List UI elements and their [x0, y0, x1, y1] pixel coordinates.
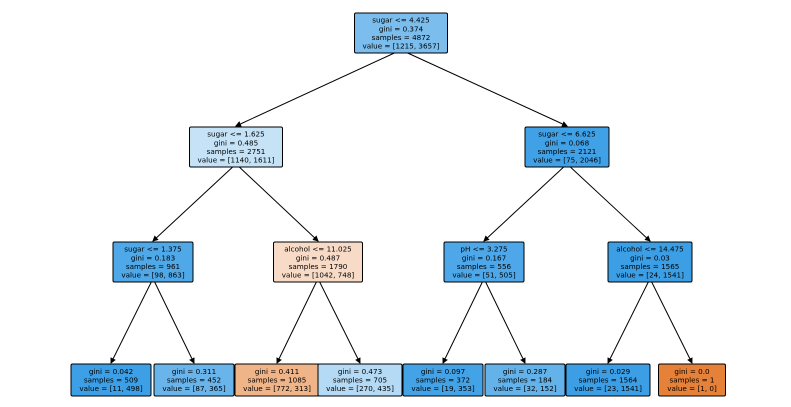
edges-layer	[110, 52, 693, 364]
node-box	[317, 363, 403, 397]
node-text-line: sugar <= 1.375	[124, 245, 181, 254]
node-text-line: samples = 1085	[248, 376, 307, 385]
node-text-line: value = [75, 2046]	[533, 156, 601, 165]
node-text-line: gini = 0.167	[462, 253, 506, 262]
node-text-line: value = [98, 863]	[121, 271, 184, 280]
node-box	[153, 363, 235, 397]
node-box	[443, 241, 525, 283]
edge-n-rl-to-leaf-6	[485, 281, 526, 364]
node-text-line: gini = 0.068	[545, 138, 590, 147]
node-box	[112, 241, 194, 283]
node-text-line: gini = 0.042	[89, 367, 133, 376]
node-box	[273, 241, 363, 283]
node-text-line: gini = 0.374	[379, 24, 424, 33]
node-text-line: value = [772, 313]	[243, 384, 311, 393]
edge-root-to-n-l	[235, 52, 395, 127]
node-text-line: value = [11, 498]	[79, 384, 142, 393]
node-text-line: value = [32, 152]	[493, 384, 556, 393]
node-text-line: gini = 0.183	[131, 253, 175, 262]
node-text-line: value = [24, 1541]	[616, 271, 684, 280]
node-text-line: gini = 0.0	[674, 367, 710, 376]
node-text-line: value = [19, 353]	[411, 384, 474, 393]
node-text-line: value = [1, 0]	[667, 384, 717, 393]
edge-n-lr-to-leaf-3	[276, 281, 317, 364]
node-text-line: value = [1042, 748]	[282, 271, 355, 280]
node-text-line: gini = 0.029	[586, 367, 631, 376]
node-text-line: gini = 0.487	[296, 253, 340, 262]
edge-n-lr-to-leaf-4	[319, 281, 361, 364]
node-box	[484, 363, 566, 397]
node-text-line: value = [1140, 1611]	[198, 156, 275, 165]
edge-root-to-n-r	[407, 52, 568, 127]
node-text-line: samples = 705	[333, 376, 387, 385]
node-box	[354, 12, 448, 54]
node-text-line: gini = 0.097	[421, 367, 465, 376]
node-text-line: sugar <= 6.625	[538, 130, 595, 139]
node-text-line: gini = 0.03	[630, 253, 670, 262]
edge-n-rr-to-leaf-7	[607, 281, 649, 364]
node-text-line: gini = 0.411	[255, 367, 299, 376]
node-box	[607, 241, 693, 283]
node-text-line: samples = 1	[669, 376, 714, 385]
node-text-line: gini = 0.485	[214, 138, 258, 147]
node-text-line: value = [270, 435]	[326, 384, 394, 393]
node-box	[565, 363, 651, 397]
node-text-line: sugar <= 1.625	[207, 130, 264, 139]
node-box	[70, 363, 152, 397]
node-text-line: samples = 556	[457, 262, 512, 271]
node-text-line: value = [23, 1541]	[574, 384, 642, 393]
edge-n-rl-to-leaf-5	[442, 281, 483, 364]
node-text-line: samples = 1790	[289, 262, 348, 271]
node-text-line: gini = 0.287	[503, 367, 547, 376]
node-box	[402, 363, 484, 397]
node-text-line: pH <= 3.275	[460, 245, 507, 254]
node-text-line: sugar <= 4.425	[372, 16, 429, 25]
node-box	[524, 126, 610, 168]
edge-n-ll-to-leaf-2	[154, 281, 195, 364]
node-text-line: samples = 372	[416, 376, 470, 385]
node-text-line: alcohol <= 14.475	[616, 245, 683, 254]
edge-n-l-to-n-lr	[238, 166, 319, 242]
node-text-line: samples = 184	[498, 376, 553, 385]
edge-n-r-to-n-rl	[483, 166, 565, 242]
node-text-line: samples = 1564	[579, 376, 638, 385]
node-text-line: samples = 4872	[372, 33, 431, 42]
edge-n-r-to-n-rr	[569, 166, 651, 242]
node-text-line: value = [51, 505]	[452, 271, 515, 280]
node-text-line: samples = 2751	[207, 147, 266, 156]
node-text-line: gini = 0.311	[172, 367, 216, 376]
edge-n-l-to-n-ll	[152, 166, 234, 242]
node-box	[658, 363, 726, 397]
node-text-line: value = [87, 365]	[162, 384, 225, 393]
node-text-line: samples = 509	[84, 376, 139, 385]
node-box	[189, 126, 283, 168]
node-text-line: gini = 0.473	[338, 367, 382, 376]
node-text-line: samples = 1565	[621, 262, 680, 271]
node-text-line: samples = 2121	[538, 147, 597, 156]
edge-n-rr-to-leaf-8	[651, 281, 693, 364]
edge-n-ll-to-leaf-1	[110, 281, 152, 364]
node-text-line: samples = 452	[167, 376, 221, 385]
node-text-line: samples = 961	[126, 262, 180, 271]
node-text-line: alcohol <= 11.025	[284, 245, 351, 254]
node-text-line: value = [1215, 3657]	[363, 42, 440, 51]
